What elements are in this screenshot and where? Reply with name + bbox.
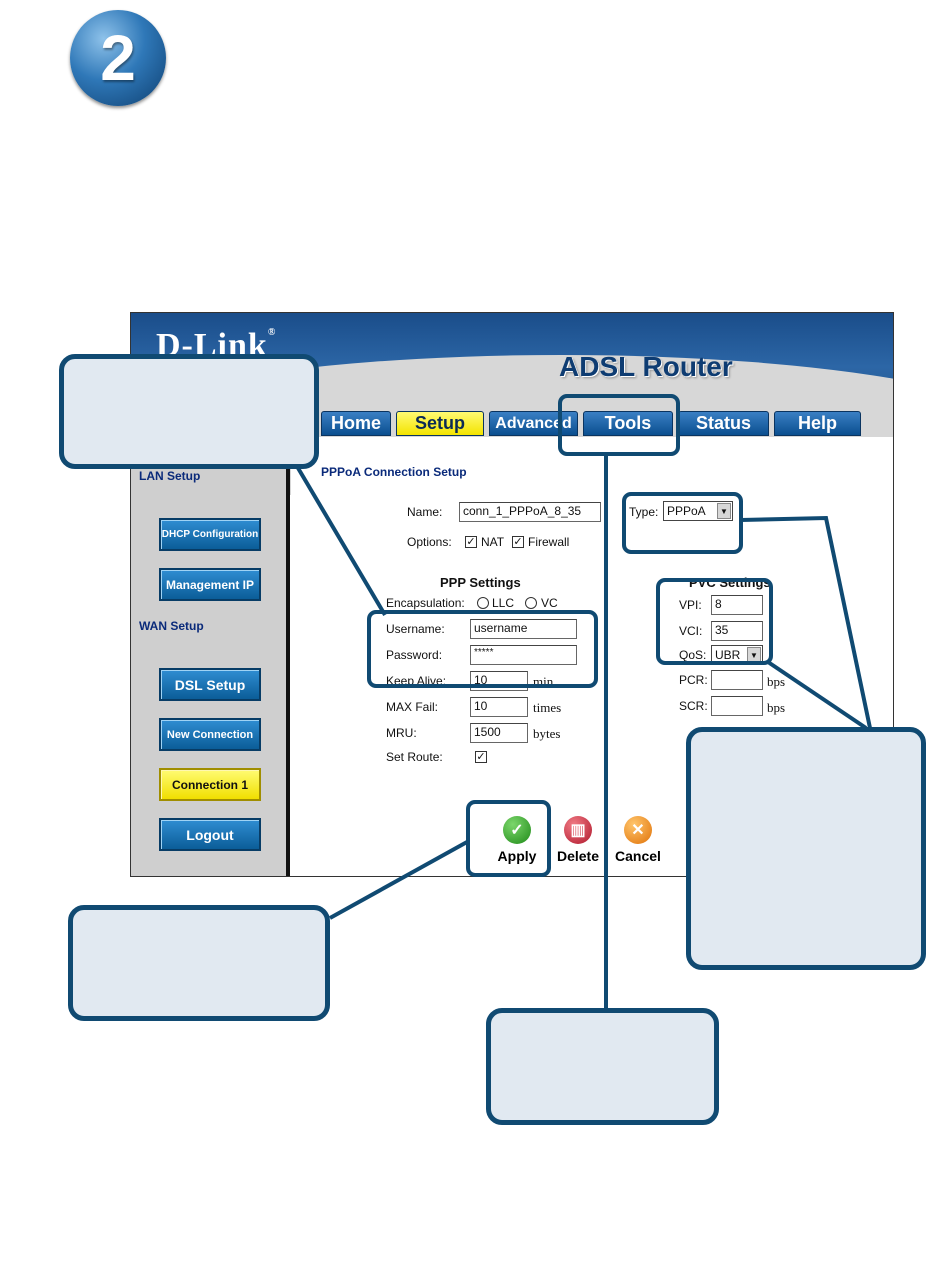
firewall-label: Firewall (528, 535, 570, 549)
mru-label: MRU: (386, 726, 417, 740)
vpi-label: VPI: (679, 598, 702, 612)
callout-pvc-type (686, 727, 926, 970)
ppp-settings-heading: PPP Settings (440, 575, 521, 590)
connection-1-button[interactable]: Connection 1 (159, 768, 261, 801)
callout-credentials (59, 354, 319, 469)
logout-button[interactable]: Logout (159, 818, 261, 851)
tab-status[interactable]: Status (678, 411, 769, 436)
sidebar: LAN Setup DHCP Configuration Management … (131, 437, 290, 876)
nat-checkbox[interactable]: ✓ (465, 536, 477, 548)
chevron-down-icon: ▼ (717, 503, 731, 519)
tab-tools[interactable]: Tools (583, 411, 673, 436)
max-fail-input[interactable]: 10 (470, 697, 528, 717)
lan-setup-heading: LAN Setup (139, 469, 201, 483)
pvc-settings-highlight (656, 578, 773, 665)
nat-label: NAT (481, 535, 505, 549)
set-route-checkbox[interactable]: ✓ (475, 751, 487, 763)
new-connection-button[interactable]: New Connection (159, 718, 261, 751)
credentials-highlight (367, 610, 598, 688)
scr-unit: bps (767, 700, 786, 715)
tools-tab-highlight (558, 394, 680, 456)
close-icon: ✕ (624, 816, 652, 844)
step-number: 2 (100, 22, 136, 94)
wan-setup-heading: WAN Setup (139, 619, 204, 633)
vpi-input[interactable]: 8 (711, 595, 763, 615)
form-title: PPPoA Connection Setup (321, 465, 467, 479)
max-fail-label: MAX Fail: (386, 700, 439, 714)
tab-home[interactable]: Home (321, 411, 391, 436)
step-badge: 2 (70, 10, 166, 106)
vc-radio[interactable] (525, 597, 537, 609)
encapsulation-label: Encapsulation: (386, 596, 465, 610)
set-route-label: Set Route: (386, 750, 443, 764)
pcr-unit: bps (767, 674, 786, 689)
apply-highlight (466, 800, 551, 877)
scr-label: SCR: (679, 699, 708, 713)
check-icon: ✓ (503, 816, 531, 844)
options-label: Options: (407, 535, 452, 549)
trash-icon: ▥ (564, 816, 592, 844)
max-fail-unit: times (533, 700, 562, 715)
product-title: ADSL Router (559, 351, 733, 382)
username-label: Username: (386, 622, 445, 636)
llc-radio[interactable] (477, 597, 489, 609)
vci-label: VCI: (679, 624, 703, 638)
delete-button[interactable]: ▥ Delete (552, 816, 604, 864)
llc-label: LLC (492, 596, 515, 610)
tab-help[interactable]: Help (774, 411, 861, 436)
mru-input[interactable]: 1500 (470, 723, 528, 743)
dsl-setup-button[interactable]: DSL Setup (159, 668, 261, 701)
password-label: Password: (386, 648, 443, 662)
name-input[interactable]: conn_1_PPPoA_8_35 (459, 502, 601, 522)
pcr-label: PCR: (679, 673, 708, 687)
type-select[interactable]: PPPoA▼ (663, 501, 733, 521)
cancel-button[interactable]: ✕ Cancel (612, 816, 664, 864)
firewall-checkbox[interactable]: ✓ (512, 536, 524, 548)
type-label: Type: (629, 505, 659, 519)
callout-apply (68, 905, 330, 1021)
dhcp-configuration-button[interactable]: DHCP Configuration (159, 518, 261, 551)
qos-label: QoS: (679, 648, 707, 662)
tab-setup[interactable]: Setup (396, 411, 484, 436)
callout-tools (486, 1008, 719, 1125)
username-input[interactable]: username (470, 619, 577, 639)
scr-input[interactable] (711, 696, 763, 716)
apply-button[interactable]: ✓ Apply (494, 816, 540, 864)
vci-input[interactable]: 35 (711, 621, 763, 641)
pcr-input[interactable] (711, 670, 763, 690)
tab-bar: Home Setup Advanced Tools Status Help (321, 411, 861, 437)
type-highlight (622, 492, 743, 554)
password-input[interactable]: ***** (470, 645, 577, 665)
name-label: Name: (407, 505, 443, 519)
vc-label: VC (541, 596, 558, 610)
tab-advanced[interactable]: Advanced (489, 411, 578, 436)
mru-unit: bytes (533, 726, 561, 741)
management-ip-button[interactable]: Management IP (159, 568, 261, 601)
